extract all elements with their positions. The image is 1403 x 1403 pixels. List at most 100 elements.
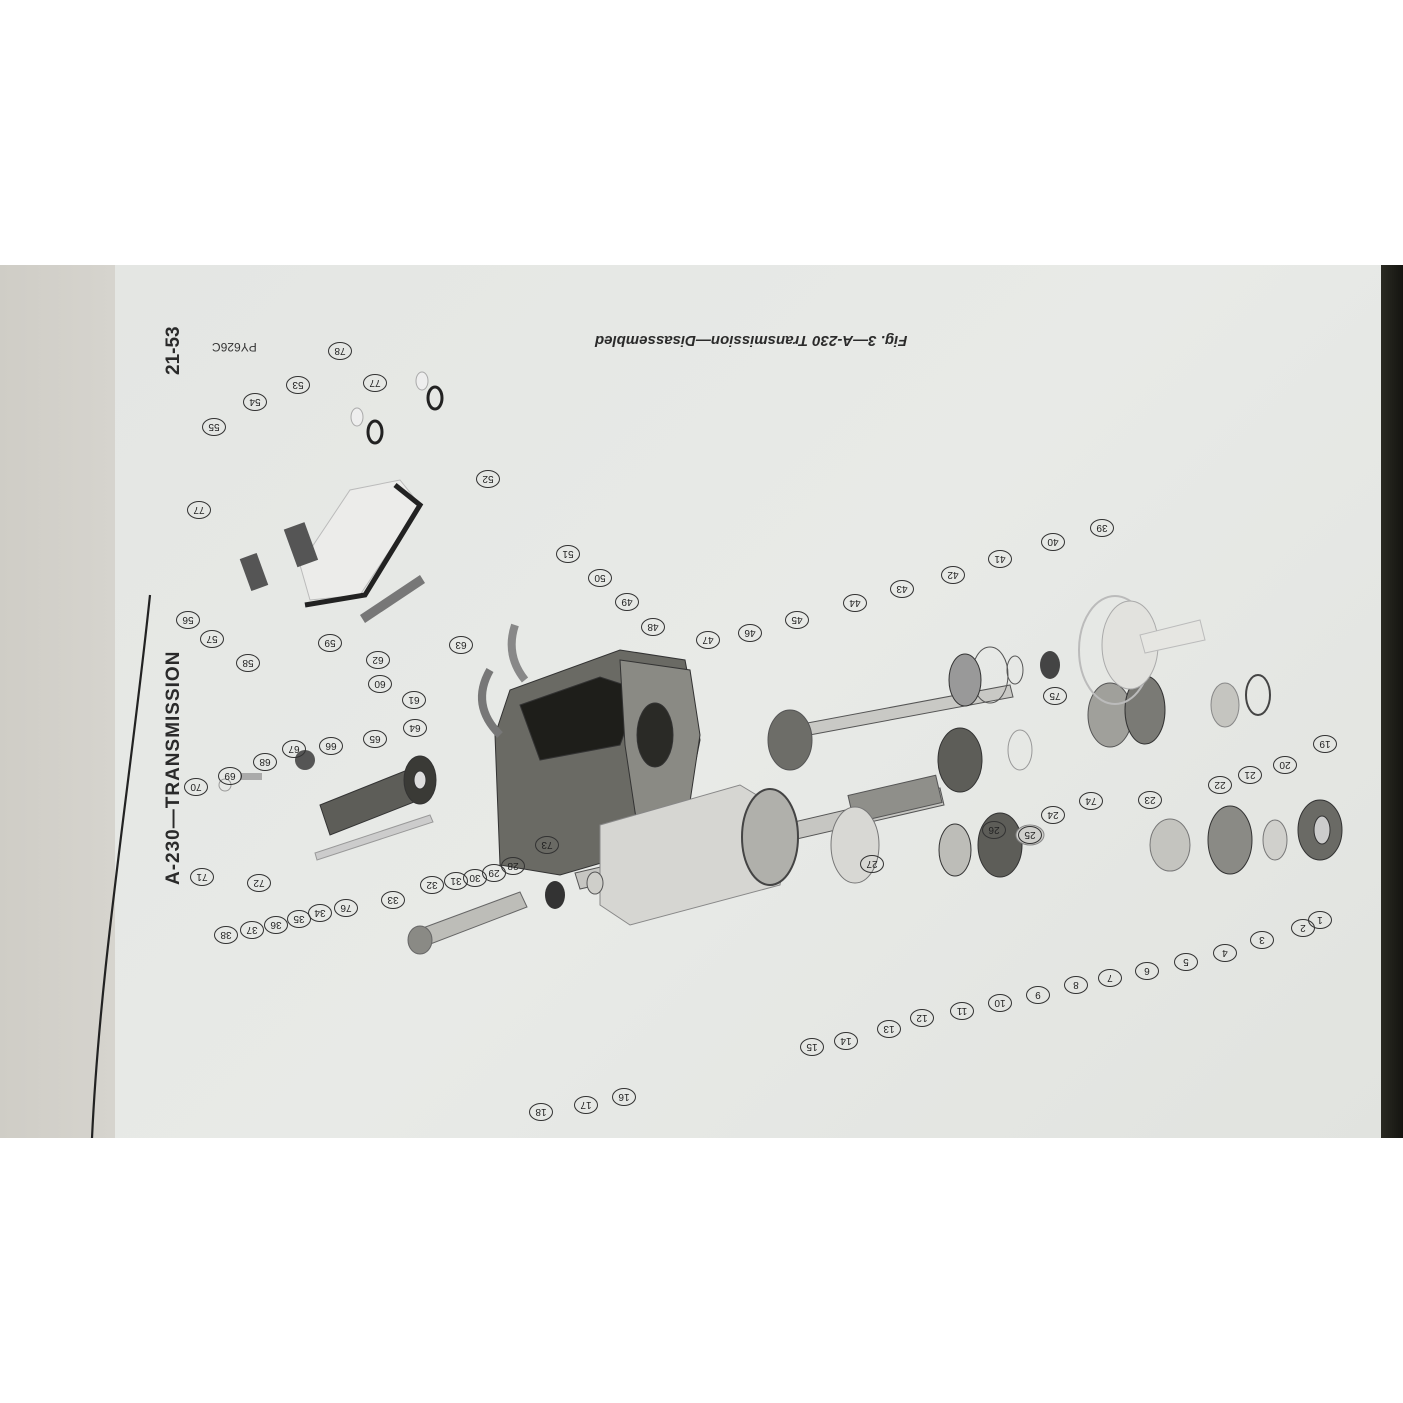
callout-36: 36 — [264, 916, 288, 934]
section-header: A-230—TRANSMISSION — [163, 650, 184, 885]
callout-5: 5 — [1174, 953, 1198, 971]
callout-31: 31 — [444, 872, 468, 890]
ring-2 — [1262, 819, 1288, 861]
washer-69 — [218, 778, 232, 792]
washer-78b — [350, 407, 364, 427]
callout-77: 77 — [363, 374, 387, 392]
gear-1 — [1297, 799, 1343, 861]
callout-25: 25 — [1018, 826, 1042, 844]
ring-25 — [1007, 729, 1033, 771]
snap-ring-42 — [1006, 655, 1024, 685]
callout-18: 18 — [529, 1103, 553, 1121]
callout-58: 58 — [236, 654, 260, 672]
lever-56 — [239, 552, 269, 592]
callout-66: 66 — [319, 737, 343, 755]
callout-15: 15 — [800, 1038, 824, 1056]
ring-20 — [1210, 682, 1240, 728]
callout-7: 7 — [1098, 969, 1122, 987]
callout-73: 73 — [535, 836, 559, 854]
idler-shaft-70 — [240, 773, 262, 780]
fork-61 — [478, 668, 503, 738]
oring-77a — [426, 385, 444, 411]
callout-69: 69 — [218, 767, 242, 785]
callout-38: 38 — [214, 926, 238, 944]
seal-41 — [1040, 651, 1060, 679]
callout-26: 26 — [982, 821, 1006, 839]
reverse-idler-gear-68 — [295, 750, 315, 770]
callout-78: 78 — [328, 342, 352, 360]
callout-37: 37 — [240, 921, 264, 939]
callout-75: 75 — [1043, 687, 1067, 705]
callout-17: 17 — [574, 1096, 598, 1114]
oring-77b — [366, 419, 384, 445]
callout-57: 57 — [200, 630, 224, 648]
callout-63: 63 — [449, 636, 473, 654]
callout-34: 34 — [308, 904, 332, 922]
callout-60: 60 — [368, 675, 392, 693]
lever-53 — [283, 522, 319, 568]
callout-23: 23 — [1138, 791, 1162, 809]
callout-51: 51 — [556, 545, 580, 563]
figure-caption: Fig. 3—A-230 Transmission—Disassembled — [595, 332, 908, 349]
callout-72: 72 — [247, 874, 271, 892]
callout-33: 33 — [381, 891, 405, 909]
callout-43: 43 — [890, 580, 914, 598]
callout-21: 21 — [1238, 766, 1262, 784]
callout-6: 6 — [1135, 962, 1159, 980]
figure-code: PY626C — [212, 340, 257, 354]
callout-65: 65 — [363, 730, 387, 748]
callout-39: 39 — [1090, 519, 1114, 537]
slip-yoke — [407, 891, 528, 955]
callout-68: 68 — [253, 753, 277, 771]
callout-71: 71 — [190, 868, 214, 886]
callout-67: 67 — [282, 740, 306, 758]
callout-47: 47 — [696, 631, 720, 649]
callout-14: 14 — [834, 1032, 858, 1050]
washer-78a — [415, 371, 429, 391]
callout-3: 3 — [1250, 931, 1274, 949]
gear-9 — [977, 812, 1023, 878]
background-edge — [1381, 265, 1403, 1138]
callout-16: 16 — [612, 1088, 636, 1106]
callout-62: 62 — [366, 651, 390, 669]
callout-41: 41 — [988, 550, 1012, 568]
callout-59: 59 — [318, 634, 342, 652]
callout-74: 74 — [1079, 792, 1103, 810]
callout-20: 20 — [1273, 756, 1297, 774]
callout-76: 76 — [334, 899, 358, 917]
callout-50: 50 — [588, 569, 612, 587]
callout-22: 22 — [1208, 776, 1232, 794]
callout-35: 35 — [287, 910, 311, 928]
sleeve-8 — [1015, 824, 1045, 846]
page-number: 21-53 — [163, 326, 184, 375]
callout-64: 64 — [403, 719, 427, 737]
callout-24: 24 — [1041, 806, 1065, 824]
seal-17 — [545, 881, 565, 909]
callout-10: 10 — [988, 994, 1012, 1012]
callout-42: 42 — [941, 566, 965, 584]
callout-4: 4 — [1213, 944, 1237, 962]
cluster-gear — [319, 755, 437, 836]
bushing-16 — [586, 871, 604, 895]
callout-61: 61 — [402, 691, 426, 709]
bearing-44 — [948, 653, 982, 707]
callout-45: 45 — [785, 611, 809, 629]
exploded-parts-illustration — [218, 371, 1343, 955]
bearing-10 — [938, 823, 972, 877]
callout-49: 49 — [615, 593, 639, 611]
gear-26 — [937, 727, 983, 793]
callout-55: 55 — [202, 418, 226, 436]
synchronizer-4 — [1207, 805, 1253, 875]
manual-page — [115, 265, 1385, 1138]
interlock-59 — [360, 575, 425, 623]
callout-13: 13 — [877, 1020, 901, 1038]
callout-56: 56 — [176, 611, 200, 629]
callout-53: 53 — [286, 376, 310, 394]
callout-11: 11 — [950, 1002, 974, 1020]
callout-9: 9 — [1026, 986, 1050, 1004]
callout-54: 54 — [243, 393, 267, 411]
hub-74 — [1149, 818, 1191, 872]
callout-77b: 77 — [187, 501, 211, 519]
callout-46: 46 — [738, 624, 762, 642]
side-cover — [299, 479, 424, 608]
